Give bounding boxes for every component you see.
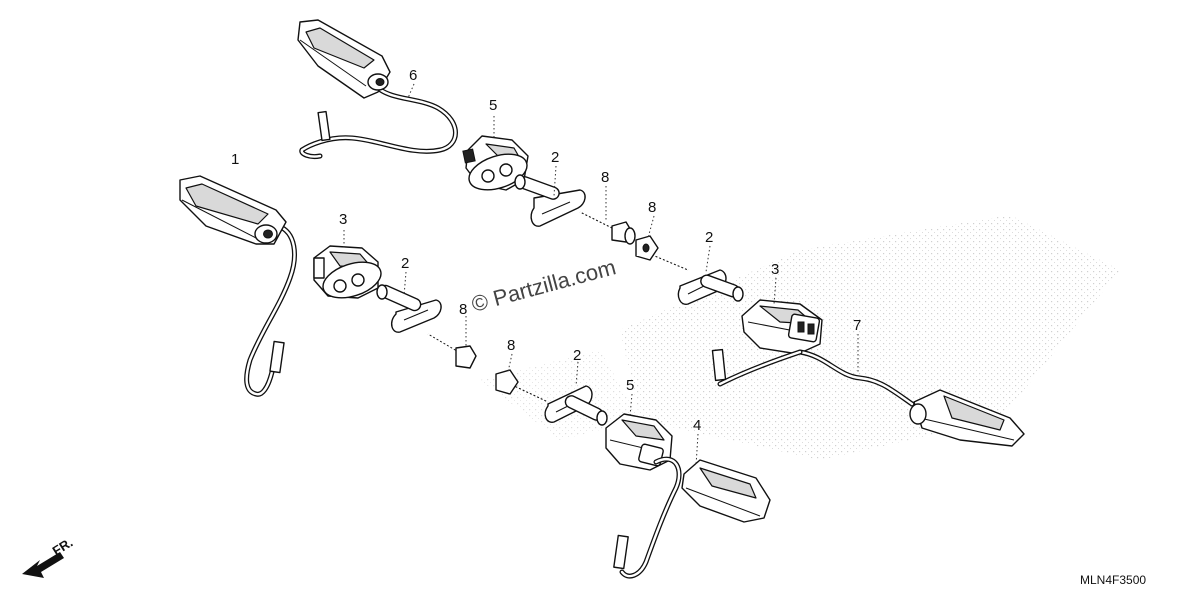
turn-signal-part-7 [711,348,1025,447]
part-label-6: 6 [409,67,417,84]
part-label-3-right: 3 [771,261,779,278]
part-number-labels: 1 6 5 2 8 8 2 3 3 2 8 8 2 5 4 7 [231,67,861,434]
grommet-part-3-right [741,299,823,355]
part-label-8-d: 8 [507,337,515,354]
part-label-7: 7 [853,317,861,334]
bolt-part-8-d [495,369,549,404]
leader-lines [343,83,859,467]
part-label-3-left: 3 [339,211,347,228]
turn-signal-part-4 [613,456,771,579]
part-label-2-b: 2 [401,255,409,272]
part-label-2-c: 2 [705,229,713,246]
part-label-2-a: 2 [551,149,559,166]
part-label-2-d: 2 [573,347,581,364]
part-label-5-lower: 5 [626,377,634,394]
part-label-8-b: 8 [648,199,656,216]
part-label-8-c: 8 [459,301,467,318]
collar-part-2-d [544,385,608,426]
watermark-text: © Partzilla.com [469,254,619,317]
bolt-part-8-c [427,332,477,369]
turn-signal-part-6 [297,19,458,159]
front-direction-marker: FR. [22,535,75,578]
collar-part-2-b [376,284,442,333]
grommet-part-3-left [313,245,382,299]
front-arrow-icon [22,552,64,578]
part-label-5-upper: 5 [489,97,497,114]
bolt-part-8-b [635,235,689,272]
turn-signal-part-1 [179,175,297,397]
collar-part-2-a [514,174,586,227]
collar-part-2-c [677,269,744,305]
drawing-code: MLN4F3500 [1080,573,1146,587]
front-label: FR. [50,535,76,559]
part-label-8-a: 8 [601,169,609,186]
part-label-4: 4 [693,417,701,434]
part-label-1: 1 [231,151,239,168]
bolt-part-8-a [579,210,636,245]
